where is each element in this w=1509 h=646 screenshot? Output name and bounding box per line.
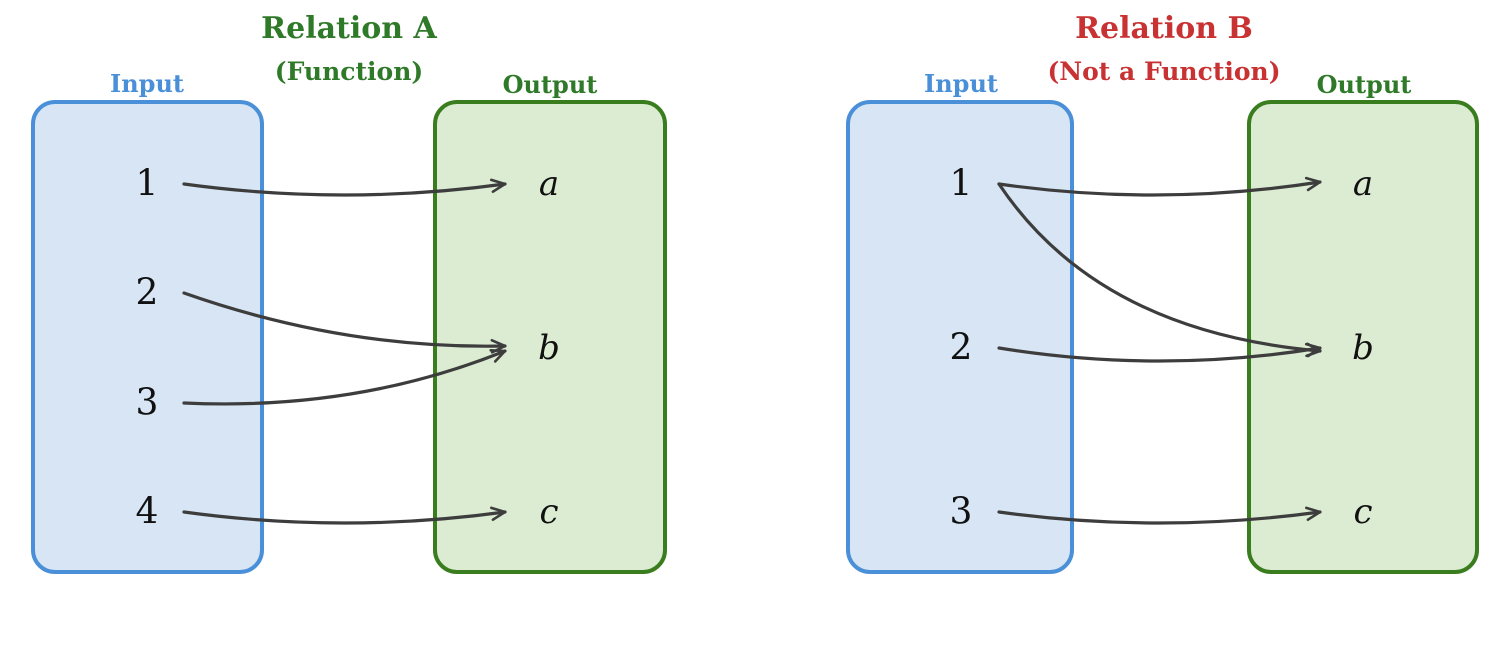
relation-a-subtitle: (Function) [275, 57, 423, 86]
arrow-2-to-b [182, 291, 507, 354]
output-item: b [538, 328, 560, 368]
input-box [31, 100, 264, 574]
output-label: Output [503, 70, 598, 99]
output-item: c [539, 492, 558, 532]
input-item: 3 [950, 492, 973, 533]
relation-b-subtitle: (Not a Function) [1047, 57, 1280, 86]
input-item: 1 [136, 164, 159, 205]
output-item: a [539, 164, 559, 204]
input-item: 2 [950, 328, 973, 369]
output-label: Output [1317, 70, 1412, 99]
relation-b-title: Relation B [1075, 11, 1253, 46]
input-item: 4 [136, 492, 159, 533]
input-label: Input [924, 69, 998, 98]
input-item: 2 [136, 273, 159, 314]
arrow-1-to-a [182, 178, 507, 197]
output-box [433, 100, 667, 574]
output-item: b [1352, 328, 1374, 368]
arrow-1-to-b [997, 182, 1322, 358]
arrow-2-to-b [997, 342, 1322, 363]
relation-a-title: Relation A [261, 11, 437, 46]
arrow-4-to-c [182, 506, 507, 525]
input-label: Input [110, 69, 184, 98]
output-item: a [1353, 164, 1373, 204]
output-item: c [1353, 492, 1372, 532]
arrows [997, 176, 1322, 525]
input-box [846, 100, 1074, 574]
arrow-3-to-b [182, 349, 507, 406]
arrow-1-to-a [997, 176, 1322, 197]
output-box [1247, 100, 1479, 574]
panel-relation-b: Relation B (Not a Function) Input Output… [846, 11, 1479, 574]
arrow-3-to-c [997, 506, 1322, 525]
arrows [182, 178, 507, 525]
input-item: 3 [136, 383, 159, 424]
input-item: 1 [950, 164, 973, 205]
panel-relation-a: Relation A (Function) Input Output 1 2 3… [31, 11, 667, 574]
